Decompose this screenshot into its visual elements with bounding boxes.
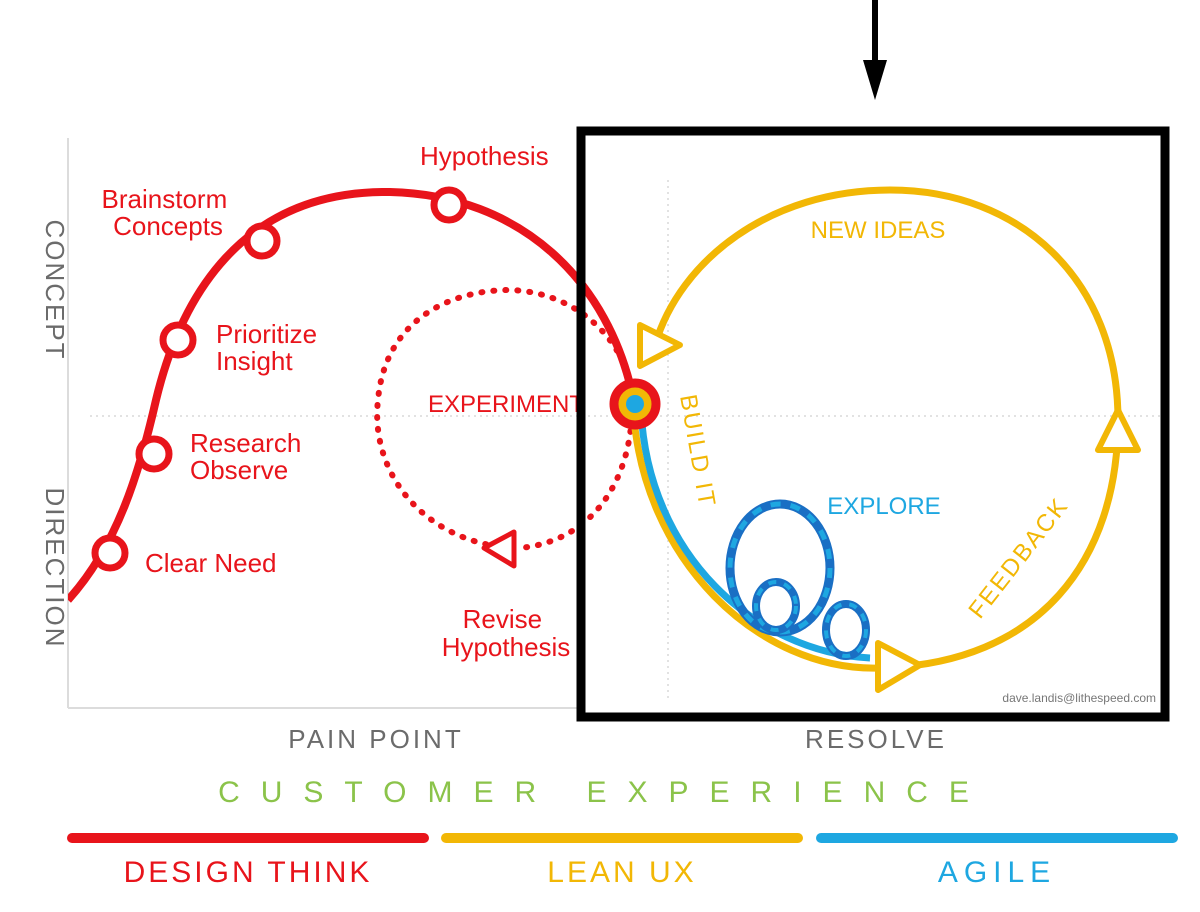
design-think-curve-group: Clear Need Research Observe Prioritize I… [68,141,638,662]
new-ideas-arrow-icon [637,322,683,369]
experiment-loop-dotted [374,286,636,551]
revise-label-line2: Hypothesis [442,632,571,662]
milestone-label-research-line2: Observe [190,455,288,485]
milestone-label-clear-need: Clear Need [145,548,277,578]
legend-label-design-think: DESIGN THINK [124,856,373,889]
experiment-label: EXPERIMENT [428,391,584,418]
new-ideas-label: NEW IDEAS [811,217,946,244]
agile-path [637,409,871,662]
milestone-brainstorm-marker [243,222,281,260]
customer-experience-label: CUSTOMER EXPERIENCE [218,776,990,809]
revise-hypothesis-label: Revise Hypothesis [442,604,571,662]
highlight-frame-group [576,0,1170,722]
milestone-clear-need-marker [91,534,129,572]
credit-text: dave.landis@lithespeed.com [1002,691,1156,705]
feedback-label: FEEDBACK [963,493,1074,624]
axis-label-direction: DIRECTION [40,488,70,649]
milestone-label-prioritize: Prioritize Insight [216,319,324,376]
milestone-label-hypothesis-line1: Hypothesis [420,141,549,171]
milestone-hypothesis-marker [430,186,468,224]
milestone-label-brainstorm-line1: Brainstorm [102,184,228,214]
milestone-label-brainstorm: Brainstorm Concepts [102,184,235,241]
milestone-research-marker [135,435,173,473]
build-arrow-icon [875,640,923,693]
pointer-arrow-icon [863,60,887,100]
explore-loop-small-left-dash [754,580,798,632]
milestone-label-brainstorm-line2: Concepts [113,211,223,241]
explore-loop-small-right-dash [824,602,868,658]
legend-label-agile: AGILE [938,856,1056,889]
explore-label: EXPLORE [827,493,940,520]
milestone-label-prioritize-line1: Prioritize [216,319,317,349]
milestone-label-prioritize-line2: Insight [216,346,293,376]
lean-agile-loop-group: NEW IDEAS BUILD IT FEEDBACK EXPLORE dave… [609,186,1156,705]
milestone-label-research-line1: Research [190,428,301,458]
axis-label-resolve: RESOLVE [805,724,947,754]
axis-label-concept: CONCEPT [40,219,70,360]
milestone-label-research: Research Observe [190,428,309,485]
legend: DESIGN THINK LEAN UX AGILE [67,833,1178,889]
axis-label-pain-point: PAIN POINT [288,724,463,754]
highlight-frame [576,126,1170,722]
feedback-arrow-icon [1095,407,1141,453]
revise-arrow-icon [481,529,517,569]
milestone-label-hypothesis: Hypothesis [420,141,549,171]
legend-label-lean-ux: LEAN UX [547,856,696,889]
build-it-label: BUILD IT [674,392,721,510]
milestone-prioritize-marker [159,321,197,359]
milestone-label-clear-need-line1: Clear Need [145,548,277,578]
revise-label-line1: Revise [463,604,542,634]
experiment-node-center [626,395,644,413]
